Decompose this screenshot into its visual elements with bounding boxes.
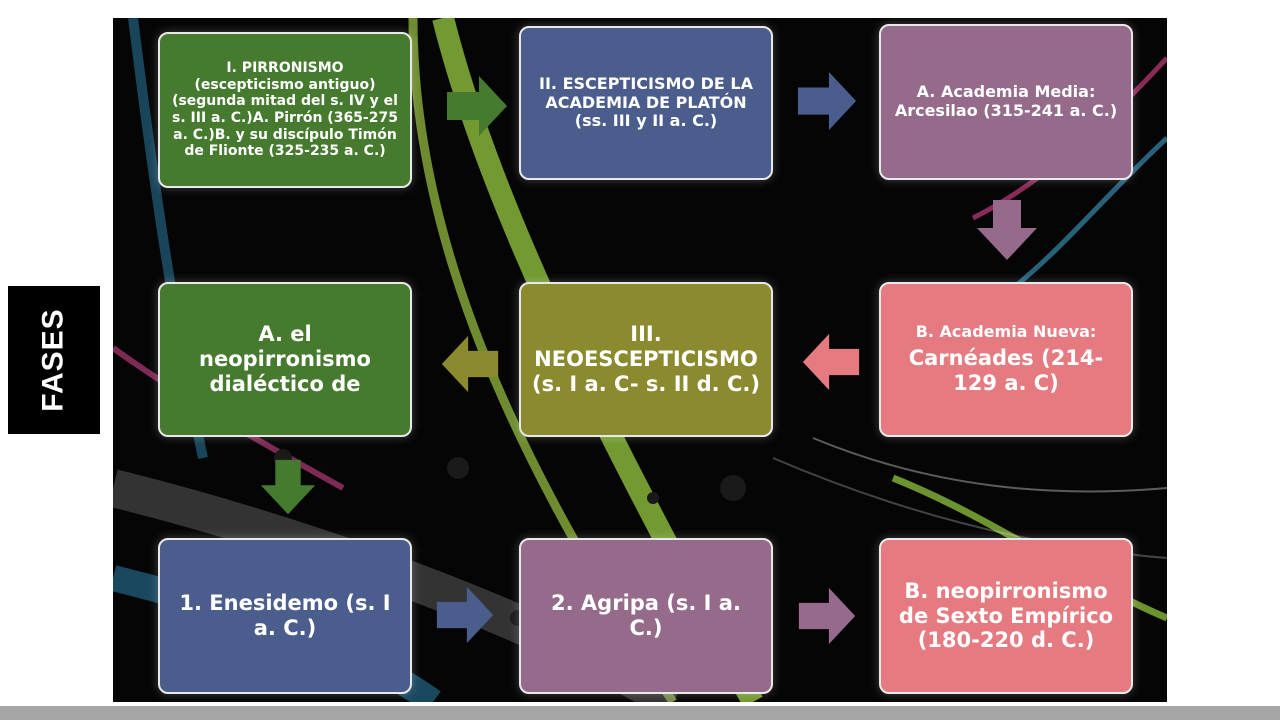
node-academia-nueva: B. Academia Nueva: Carnéades (214-129 a.… [879, 282, 1133, 437]
side-label-text: FASES [37, 308, 70, 412]
node-academia-platon: II. ESCEPTICISMO DE LA ACADEMIA DE PLATÓ… [519, 26, 773, 180]
arrow-down-icon [260, 459, 316, 515]
node-neopirronismo-dialectico: A. el neopirronismo dialéctico de [158, 282, 412, 437]
node-agripa: 2. Agripa (s. I a. C.) [519, 538, 773, 694]
arrow-right-icon [797, 71, 857, 131]
node-academia-nueva-body: Carnéades (214-129 a. C) [908, 346, 1104, 395]
diagram-canvas: I. PIRRONISMO (escepticismo antiguo) (se… [113, 18, 1167, 702]
node-academia-media-text: A. Academia Media: Arcesilao (315-241 a.… [894, 82, 1118, 120]
node-academia-nueva-title: B. Academia Nueva: [915, 322, 1097, 342]
bottom-bar [0, 706, 1280, 720]
arrow-left-icon [441, 335, 499, 393]
arrow-left-icon [802, 333, 860, 391]
side-label: FASES [8, 286, 100, 434]
arrow-right-icon [436, 586, 494, 644]
arrow-down-icon [977, 200, 1037, 260]
node-neoescepticismo-text: III. NEOESCEPTICISMO (s. I a. C- s. II d… [532, 322, 760, 396]
node-sexto-empirico: B. neopirronismo de Sexto Empírico (180-… [879, 538, 1133, 694]
node-pirronismo: I. PIRRONISMO (escepticismo antiguo) (se… [158, 32, 412, 188]
node-neopirronismo-dialectico-text: A. el neopirronismo dialéctico de [199, 322, 371, 396]
arrow-right-icon [447, 76, 507, 136]
node-enesidemo: 1. Enesidemo (s. I a. C.) [158, 538, 412, 694]
node-academia-media: A. Academia Media: Arcesilao (315-241 a.… [879, 24, 1133, 180]
node-agripa-text: 2. Agripa (s. I a. C.) [551, 591, 741, 640]
node-pirronismo-text: I. PIRRONISMO (escepticismo antiguo) (se… [172, 60, 398, 160]
node-sexto-empirico-text: B. neopirronismo de Sexto Empírico (180-… [898, 578, 1114, 653]
arrow-right-icon [798, 587, 856, 645]
node-neoescepticismo: III. NEOESCEPTICISMO (s. I a. C- s. II d… [519, 282, 773, 437]
node-academia-platon-text: II. ESCEPTICISMO DE LA ACADEMIA DE PLATÓ… [539, 73, 753, 131]
node-enesidemo-text: 1. Enesidemo (s. I a. C.) [179, 591, 391, 640]
